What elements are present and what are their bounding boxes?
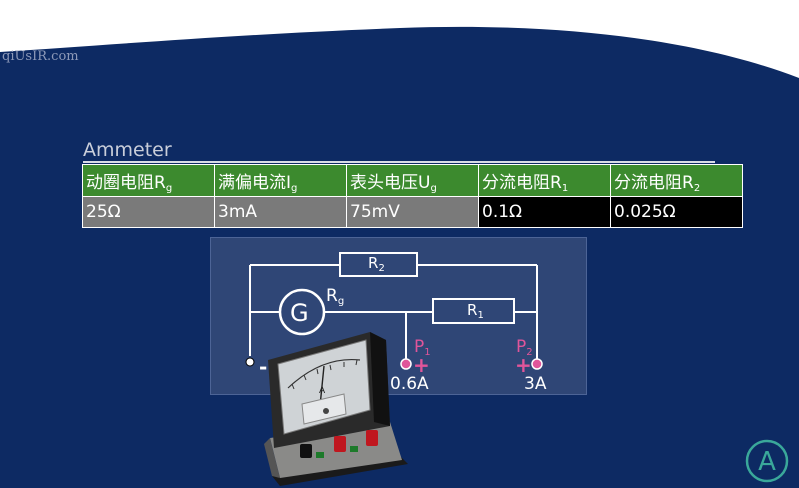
p1-label: P1 — [414, 337, 431, 358]
r2-label: R2 — [368, 254, 385, 274]
galvanometer-symbol: G — [290, 299, 309, 327]
title-underline — [83, 161, 715, 163]
r1-label: R1 — [467, 301, 484, 321]
minus-sign: - — [259, 355, 268, 379]
circuit-wires — [245, 252, 543, 370]
watermark-text: qiUsIR.com — [2, 49, 79, 64]
nav-a-letter: A — [758, 447, 776, 477]
resistor-r2 — [339, 252, 418, 277]
table-header-row: 动圈电阻Rg 满偏电流Ig 表头电压Ug 分流电阻R1 分流电阻R2 — [82, 164, 743, 197]
range-low-label: 0.6A — [390, 374, 429, 394]
value-shunt-r2: 0.025Ω — [610, 196, 743, 228]
header-full-scale-current: 满偏电流Ig — [214, 164, 347, 197]
range-high-label: 3A — [524, 374, 547, 394]
ammeter-device-image: A — [264, 332, 408, 486]
p2-plus-sign: + — [515, 353, 532, 377]
terminal-negative — [245, 357, 255, 367]
p1-plus-sign: + — [413, 353, 430, 377]
header-shunt-r2: 分流电阻R2 — [610, 164, 743, 197]
header-shunt-r1: 分流电阻R1 — [478, 164, 611, 197]
p2-label: P2 — [516, 337, 533, 358]
value-coil-resistance: 25Ω — [82, 196, 215, 228]
rg-label: Rg — [326, 286, 345, 307]
value-meter-voltage: 75mV — [346, 196, 479, 228]
header-meter-voltage: 表头电压Ug — [346, 164, 479, 197]
terminal-p1 — [400, 358, 412, 370]
header-coil-resistance: 动圈电阻Rg — [82, 164, 215, 197]
galvanometer-circle — [278, 288, 326, 336]
terminal-p2 — [531, 358, 543, 370]
resistor-r1 — [432, 298, 515, 324]
value-shunt-r1: 0.1Ω — [478, 196, 611, 228]
meter-face-label: A — [319, 386, 326, 396]
section-title: Ammeter — [83, 139, 172, 161]
table-value-row: 25Ω 3mA 75mV 0.1Ω 0.025Ω — [82, 196, 743, 228]
top-wave-decoration — [0, 0, 799, 78]
nav-a-button[interactable]: A — [745, 439, 789, 483]
parameter-table: 动圈电阻Rg 满偏电流Ig 表头电压Ug 分流电阻R1 分流电阻R2 25Ω 3… — [82, 164, 743, 228]
value-full-scale-current: 3mA — [214, 196, 347, 228]
